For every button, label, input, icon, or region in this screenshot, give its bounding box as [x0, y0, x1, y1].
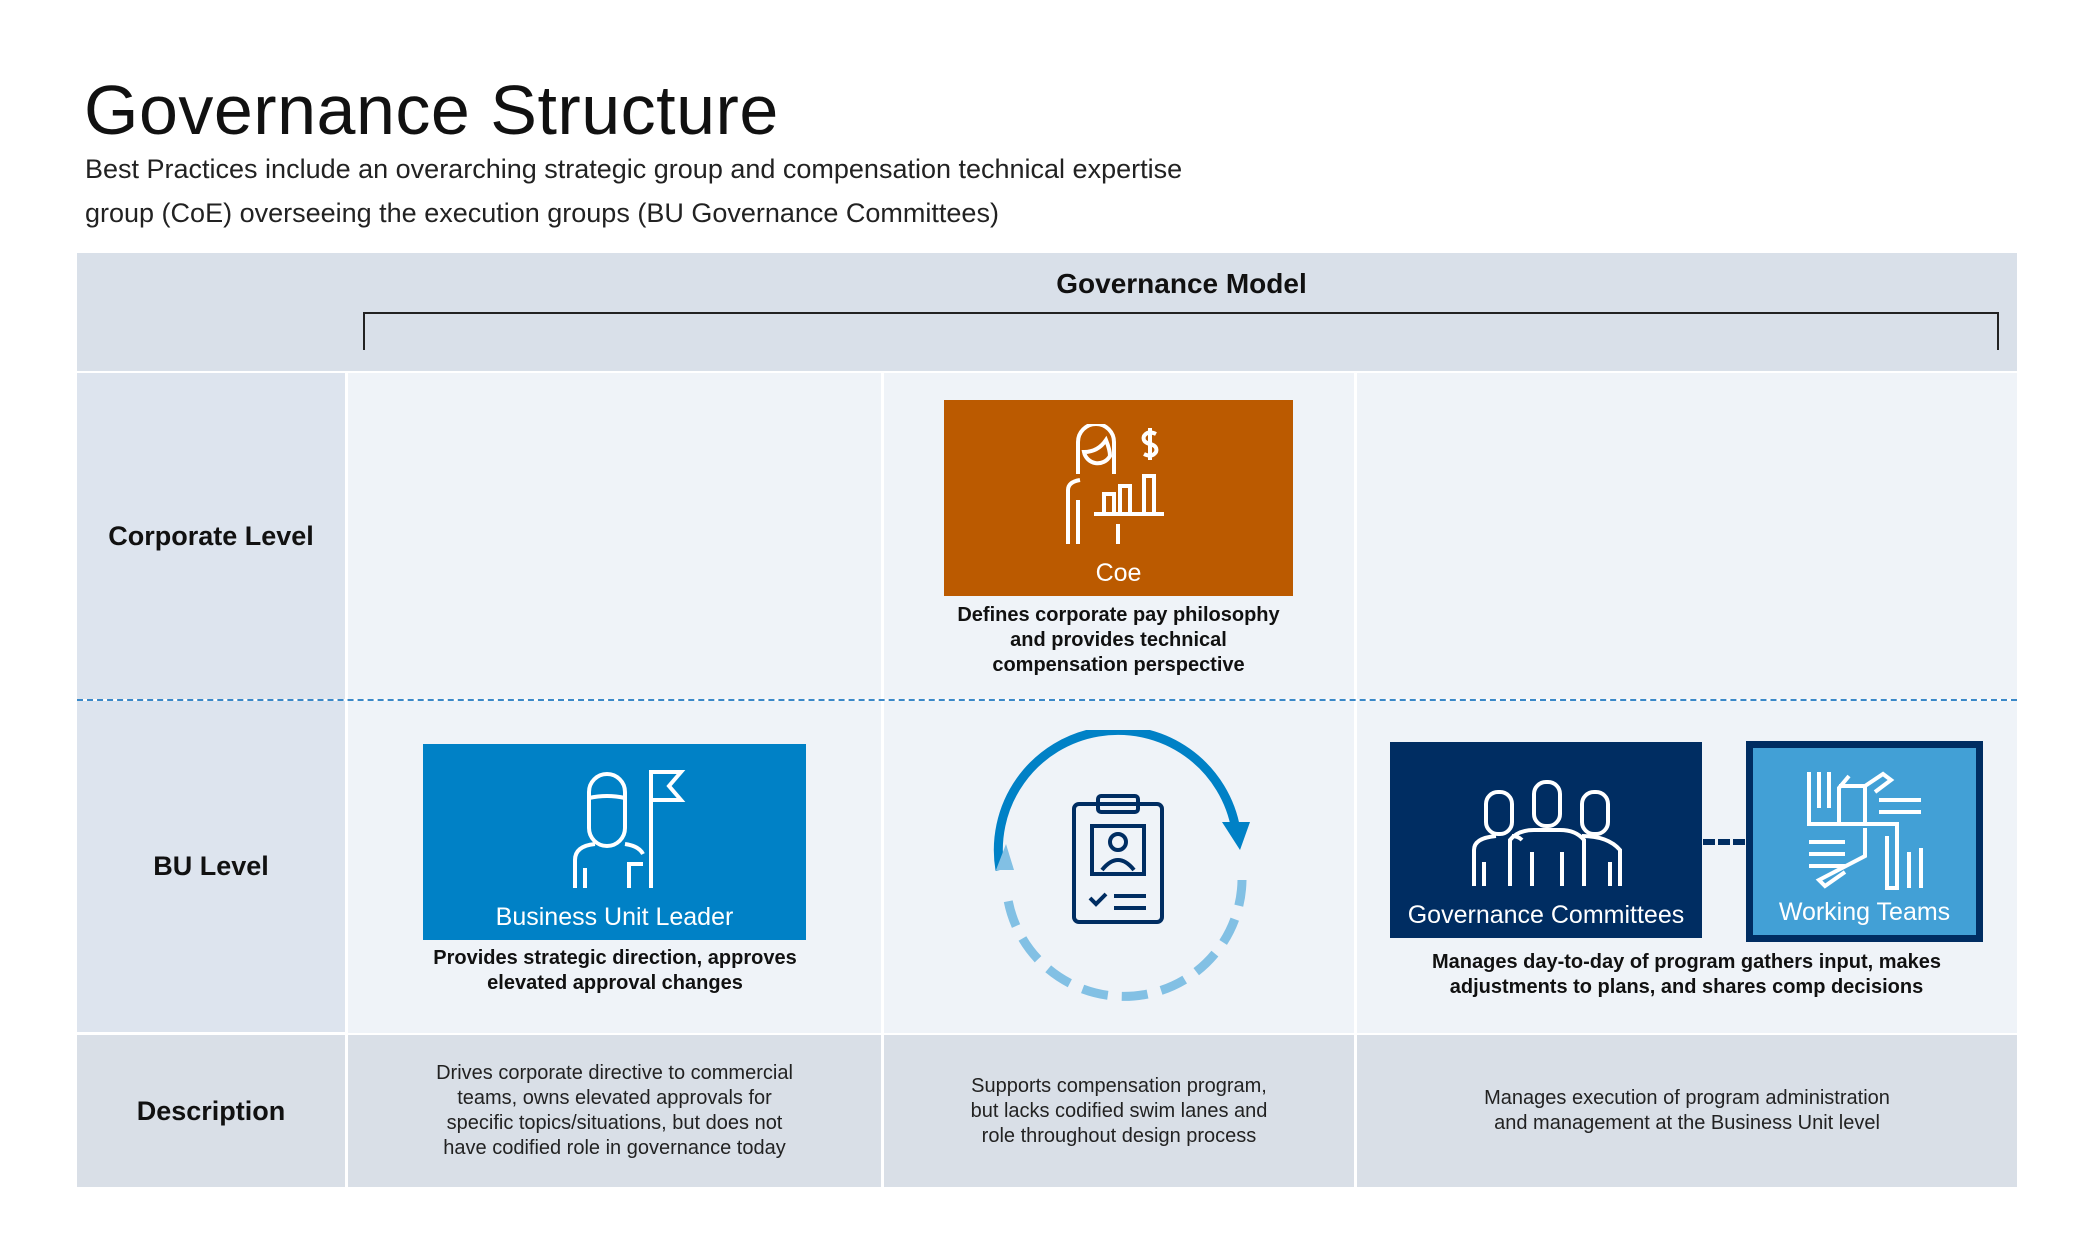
- page-title: Governance Structure: [84, 71, 779, 149]
- working-teams-label: Working Teams: [1778, 898, 1951, 926]
- row-label-bu: BU Level: [77, 701, 345, 1032]
- level-divider: [77, 699, 2017, 701]
- person-flag-icon: [573, 770, 686, 888]
- governance-model-title: Governance Model: [1056, 268, 1307, 299]
- group-people-icon: [1472, 780, 1622, 886]
- governance-committees-box: Governance Committees: [1390, 742, 1702, 938]
- description-execution: Manages execution of program administrat…: [1357, 1035, 2017, 1187]
- row-label-corporate: Corporate Level: [77, 373, 345, 699]
- business-unit-leader-label: Business Unit Leader: [495, 903, 734, 931]
- hands-together-icon: [1807, 771, 1923, 890]
- coe-label: Coe: [1095, 559, 1142, 587]
- clipboard-cycle-icon: [993, 730, 1250, 1001]
- person-chart-dollar-icon: [1066, 424, 1164, 544]
- description-bul: Drives corporate directive to commercial…: [348, 1035, 881, 1187]
- execution-caption: Manages day-to-day of program gathers in…: [1432, 951, 1941, 998]
- cell: [348, 373, 881, 699]
- header-bracket: [363, 312, 1999, 350]
- description-support: Supports compensation program,but lacks …: [884, 1035, 1354, 1187]
- business-unit-leader-box: Business Unit Leader: [423, 744, 806, 940]
- governance-committees-label: Governance Committees: [1407, 901, 1685, 929]
- row-label-description: Description: [77, 1035, 345, 1187]
- connector-line: [1703, 839, 1745, 845]
- cell: [1357, 373, 2017, 699]
- coe-box: Coe: [944, 400, 1293, 596]
- cell: [884, 701, 1354, 1033]
- subtitle-line-1: Best Practices include an overarching st…: [85, 154, 1183, 184]
- working-teams-box: Working Teams: [1746, 741, 1983, 942]
- subtitle-line-2: group (CoE) overseeing the execution gro…: [85, 198, 999, 228]
